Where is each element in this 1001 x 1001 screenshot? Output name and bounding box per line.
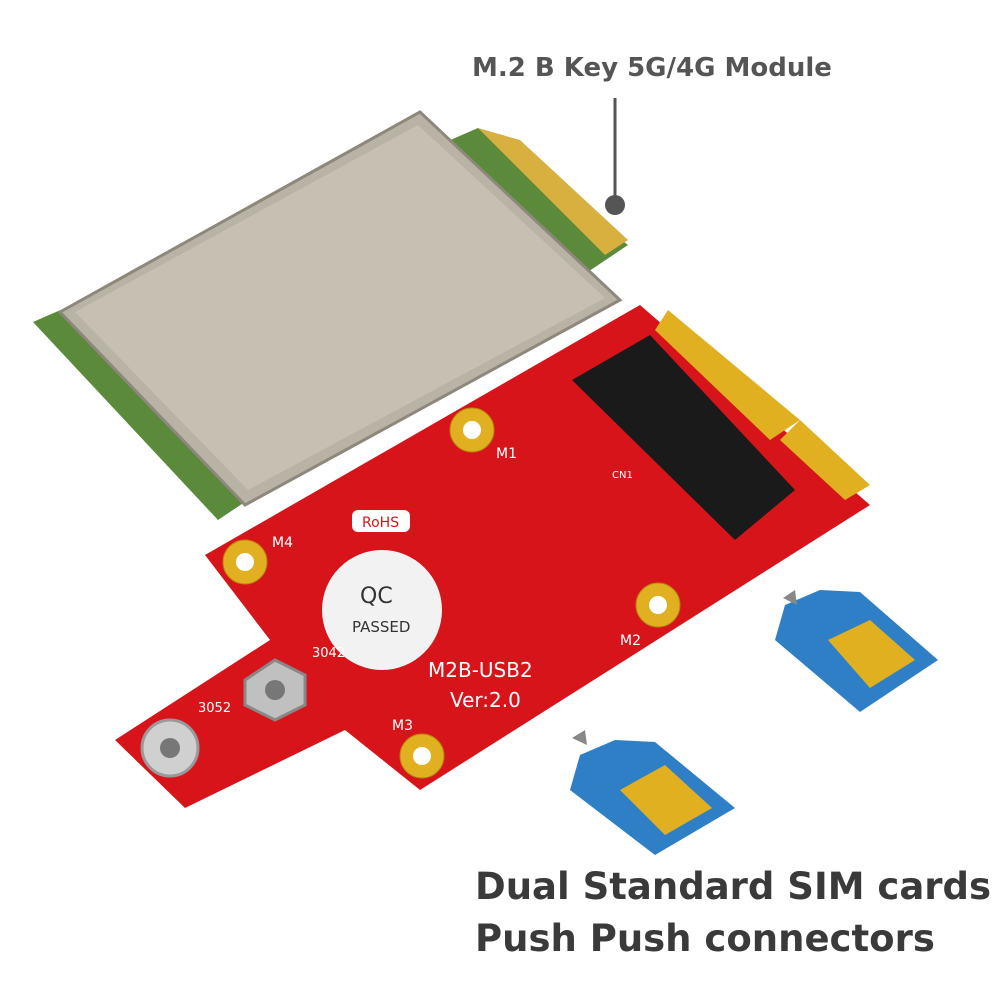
model-text: M2B-USB2 — [428, 658, 533, 682]
sim-caption-line1: Dual Standard SIM cards — [475, 865, 992, 908]
m2-text: M2 — [620, 633, 641, 649]
cn1-text: CN1 — [612, 470, 633, 481]
m1-text: M1 — [496, 446, 517, 462]
qc-text: QC — [360, 584, 393, 609]
m2-module — [33, 110, 628, 520]
passed-text: PASSED — [352, 618, 410, 636]
qc-passed-sticker — [322, 550, 442, 670]
module-caption: M.2 B Key 5G/4G Module — [472, 53, 832, 83]
rohs-label — [352, 510, 410, 532]
sim-card-2 — [570, 730, 735, 855]
sim-caption-line2: Push Push connectors — [475, 917, 935, 960]
size-3052-text: 3052 — [198, 701, 231, 716]
rohs-text: RoHS — [362, 515, 399, 531]
adapter-board: RoHS QC PASSED M2B-USB2 Ver:2.0 M1 M2 M3… — [115, 305, 870, 808]
size-3042-text: 3042 — [312, 646, 345, 661]
sim-card-1 — [775, 590, 938, 712]
m3-text: M3 — [392, 718, 413, 734]
m4-text: M4 — [272, 535, 293, 551]
leader-dot — [605, 195, 625, 215]
version-text: Ver:2.0 — [450, 688, 521, 712]
m2-slot-connector — [572, 335, 795, 540]
